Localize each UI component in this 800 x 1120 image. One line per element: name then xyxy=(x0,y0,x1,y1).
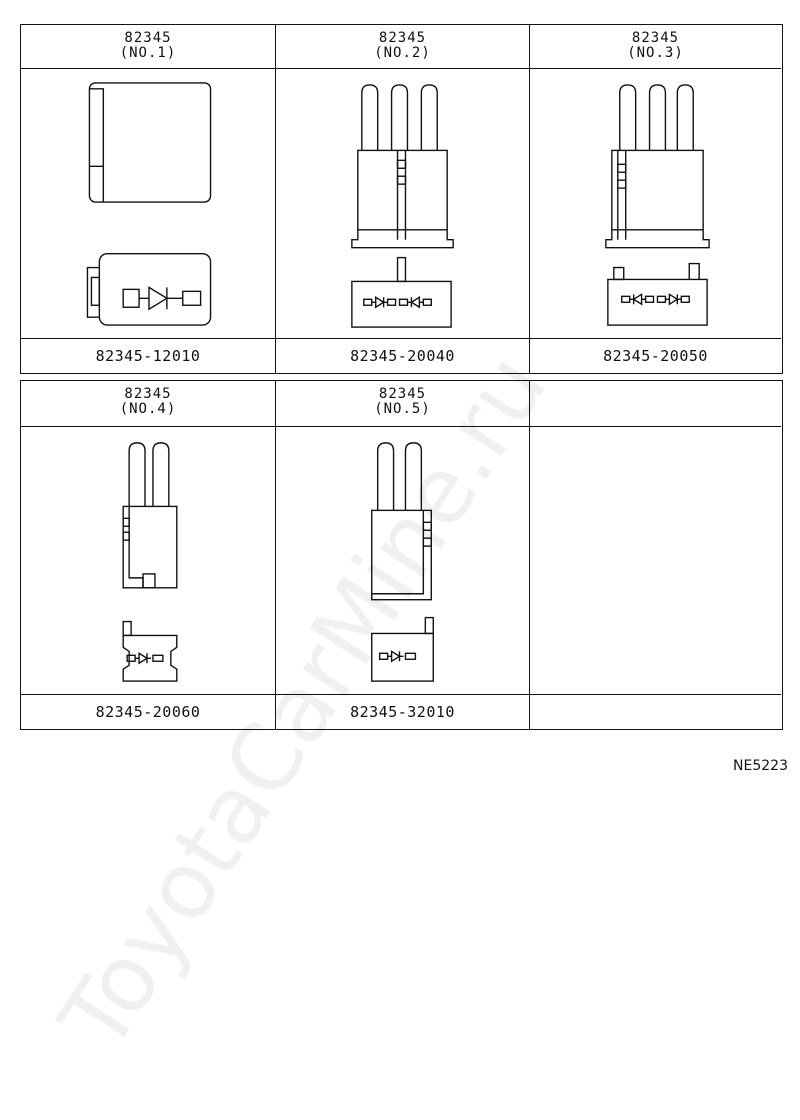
diode-drawing-4 xyxy=(122,442,178,682)
part-name: 82345 xyxy=(631,30,680,46)
part-header: 82345 (NO.4) xyxy=(21,381,275,427)
part-number: (NO.1) xyxy=(119,45,177,61)
part-header: 82345 (NO.2) xyxy=(276,25,529,69)
part-cell-2: 82345 (NO.2) xyxy=(275,25,529,373)
part-name: 82345 xyxy=(124,30,172,46)
part-name: 82345 xyxy=(378,30,427,46)
part-number-label: 82345-20050 xyxy=(530,338,781,373)
part-number-label: 82345-32010 xyxy=(276,694,529,729)
part-number: (NO.4) xyxy=(119,401,177,417)
diode-drawing-5 xyxy=(371,442,434,682)
parts-table-top: 82345 (NO.1) 82345-12010 xyxy=(20,24,783,374)
part-name: 82345 xyxy=(124,386,172,402)
empty-header xyxy=(530,381,781,427)
part-name: 82345 xyxy=(378,386,427,402)
part-header: 82345 (NO.1) xyxy=(21,25,275,69)
diode-drawing-1 xyxy=(86,82,212,326)
part-cell-4: 82345 (NO.4) 82345-20060 xyxy=(21,381,275,729)
empty-cell xyxy=(529,381,781,729)
part-number: (NO.5) xyxy=(374,401,431,417)
part-header: 82345 (NO.3) xyxy=(530,25,781,69)
part-drawing-5 xyxy=(276,427,529,695)
part-number: (NO.3) xyxy=(627,45,684,61)
diode-drawing-2 xyxy=(351,84,454,328)
part-header: 82345 (NO.5) xyxy=(276,381,529,427)
part-drawing-1 xyxy=(21,69,275,339)
part-cell-5: 82345 (NO.5) 82345-32010 xyxy=(275,381,529,729)
empty-drawing-area xyxy=(530,427,781,695)
part-drawing-2 xyxy=(276,69,529,339)
part-number-label: 82345-20060 xyxy=(21,694,275,729)
part-number-label: 82345-12010 xyxy=(21,338,275,373)
parts-table-bottom: 82345 (NO.4) 82345-20060 xyxy=(20,380,783,730)
part-cell-3: 82345 (NO.3) xyxy=(529,25,781,373)
diode-drawing-3 xyxy=(605,84,710,326)
part-number-label: 82345-20040 xyxy=(276,338,529,373)
empty-footer xyxy=(530,694,781,729)
part-number: (NO.2) xyxy=(374,45,431,61)
part-drawing-4 xyxy=(21,427,275,695)
document-code: NE5223 xyxy=(733,758,788,774)
part-cell-1: 82345 (NO.1) 82345-12010 xyxy=(21,25,275,373)
part-drawing-3 xyxy=(530,69,781,339)
